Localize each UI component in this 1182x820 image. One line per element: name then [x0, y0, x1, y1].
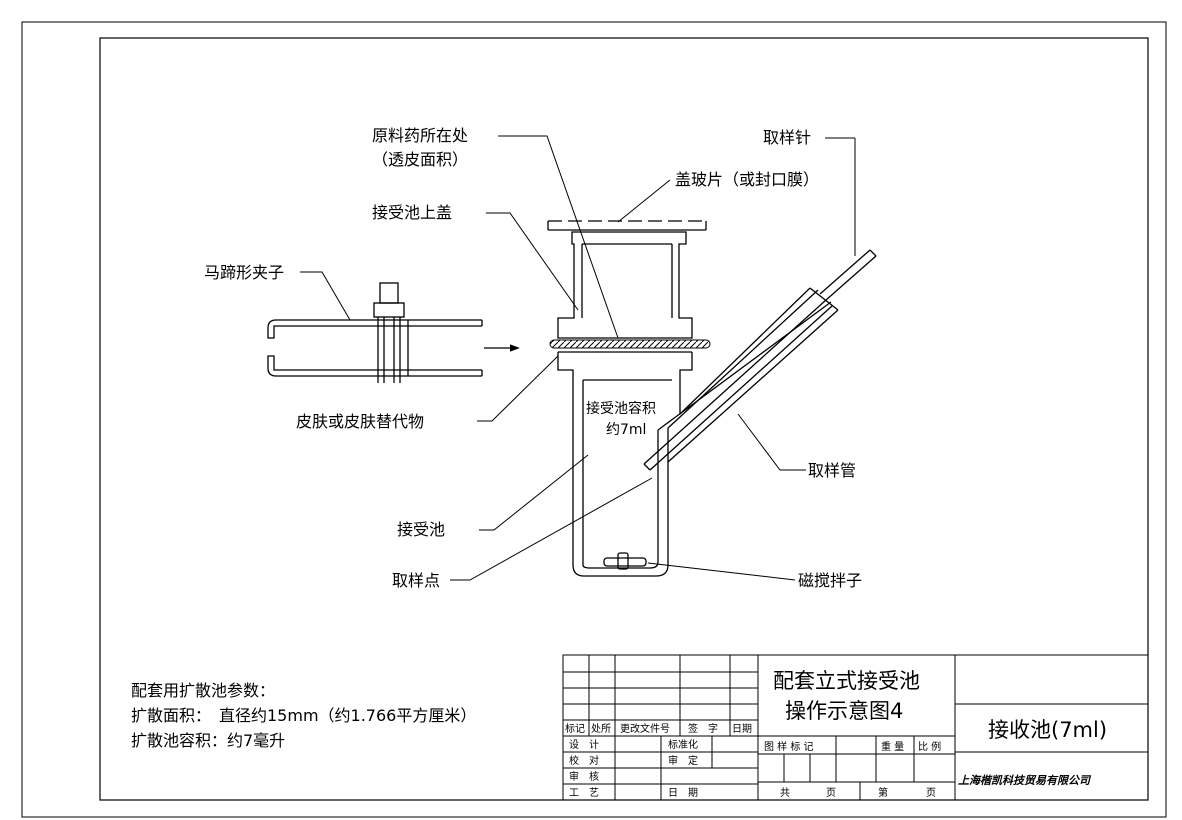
label-skin: 皮肤或皮肤替代物 [296, 412, 424, 431]
label-sampling-tube: 取样管 [808, 461, 856, 480]
label-receptor-pool: 接受池 [397, 520, 445, 539]
params-volume: 扩散池容积：约7毫升 [131, 731, 286, 750]
label-receptor-lid: 接受池上盖 [372, 203, 452, 222]
cover-glass [547, 220, 707, 231]
diffusion-cell-params: 配套用扩散池参数： 扩散面积： 直径约15mm（约1.766平方厘米） 扩散池容… [131, 678, 476, 753]
leader-lines [300, 135, 856, 581]
tb-mark: 标记 [565, 723, 585, 735]
tb-total: 共 [780, 787, 790, 799]
tb-date-header: 日期 [732, 723, 752, 735]
tb-scale: 比 例 [918, 740, 941, 753]
tb-weight: 重 量 [881, 740, 904, 753]
tb-design: 设 计 [569, 738, 599, 751]
label-pool-volume: 接受池容积 [586, 400, 656, 417]
title-block [562, 654, 1149, 801]
params-area: 扩散面积： 直径约15mm（约1.766平方厘米） [131, 706, 477, 725]
horseshoe-clamp [267, 282, 520, 383]
params-title: 配套用扩散池参数： [131, 681, 276, 700]
label-stir-bar: 磁搅拌子 [798, 571, 862, 590]
tb-date: 日 期 [668, 787, 698, 799]
tb-place: 处所 [591, 723, 611, 735]
label-cover-glass: 盖玻片（或封口膜） [675, 170, 819, 189]
label-sampling-needle: 取样针 [763, 128, 811, 147]
tb-change: 更改文件号 [620, 722, 670, 735]
tb-process: 工 艺 [569, 787, 599, 799]
drawing-title-line1: 配套立式接受池 [773, 669, 920, 693]
label-raw-material: 原料药所在处 [372, 126, 468, 145]
sampling-tube [657, 287, 839, 463]
tb-page2: 页 [926, 787, 936, 799]
receptor-lid [557, 231, 693, 339]
label-permeation-area: （透皮面积） [372, 150, 468, 169]
tb-sheet: 第 [878, 786, 888, 799]
tb-review: 审 核 [569, 770, 599, 783]
company-name: 上海楷凯科技贸易有限公司 [958, 774, 1092, 787]
sampling-needle [643, 249, 877, 471]
drawing-title-line2: 操作示意图4 [785, 699, 903, 723]
tb-check: 校 对 [569, 754, 599, 767]
tb-page1: 页 [826, 787, 836, 799]
drawing-name: 接收池(7ml) [988, 718, 1107, 742]
receptor-cell [547, 220, 877, 577]
outer-frame [21, 21, 1167, 818]
skin-membrane [549, 339, 711, 349]
receptor-pool-body [557, 352, 669, 577]
label-pool-volume-value: 约7ml [606, 422, 646, 438]
tb-approve: 审 定 [668, 754, 698, 767]
tb-sign: 签 字 [688, 722, 718, 735]
label-horseshoe-clamp: 马蹄形夹子 [204, 263, 284, 282]
tb-sample-mark: 图 样 标 记 [764, 740, 814, 753]
tb-standard: 标准化 [668, 738, 698, 751]
label-sampling-point: 取样点 [392, 571, 440, 590]
stir-bar [603, 552, 647, 570]
